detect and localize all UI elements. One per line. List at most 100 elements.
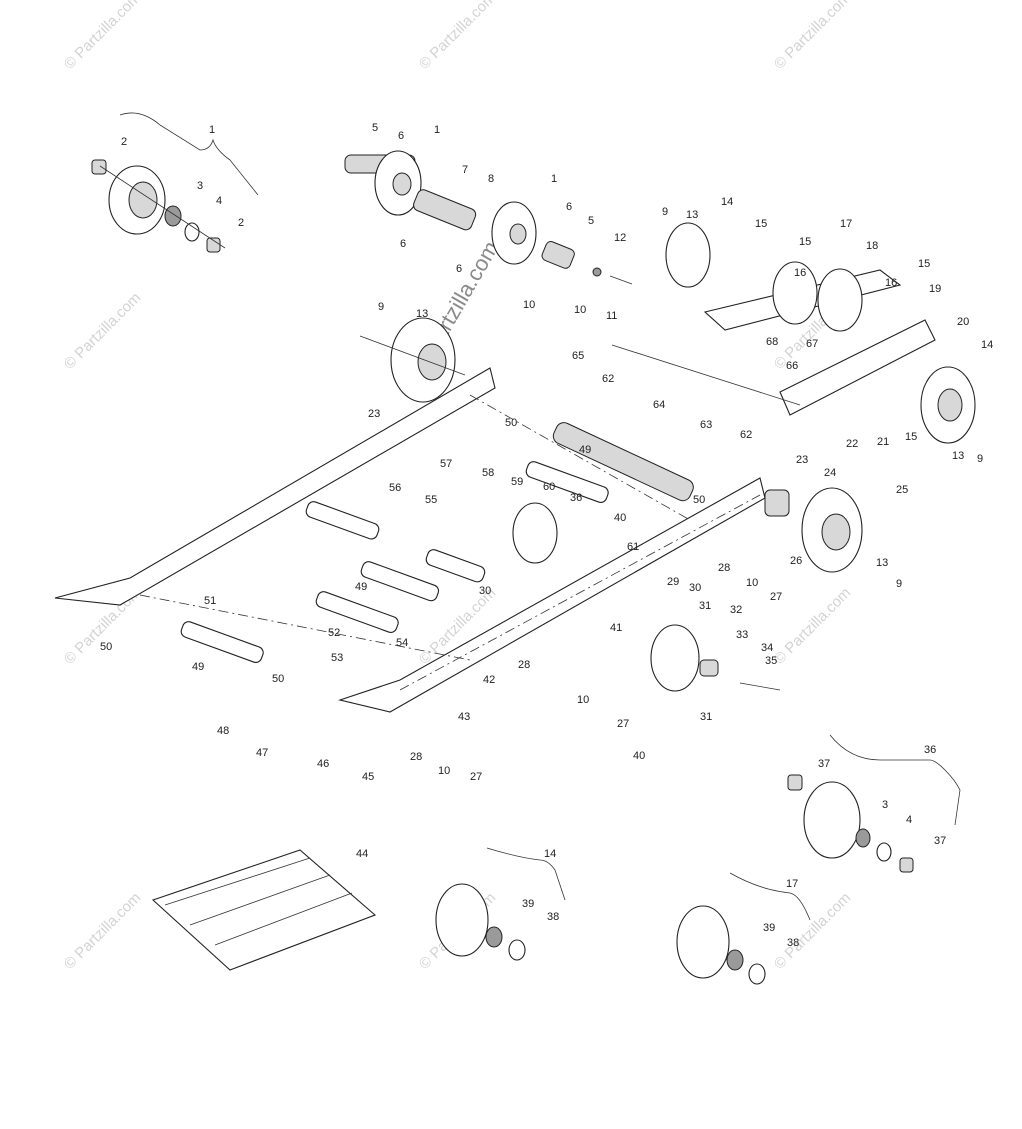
wheel-part bbox=[817, 268, 863, 332]
callout-label: 50 bbox=[272, 673, 284, 685]
callout-label: 32 bbox=[730, 604, 742, 616]
callout-label: 50 bbox=[693, 494, 705, 506]
callout-label: 27 bbox=[770, 591, 782, 603]
callout-label: 40 bbox=[633, 750, 645, 762]
watermark-text: © Partzilla.com bbox=[416, 0, 499, 73]
callout-label: 54 bbox=[396, 637, 408, 649]
callout-label: 42 bbox=[483, 674, 495, 686]
callout-label: 52 bbox=[328, 627, 340, 639]
callout-label: 17 bbox=[840, 218, 852, 230]
callout-label: 36 bbox=[924, 744, 936, 756]
callout-label: 38 bbox=[547, 911, 559, 923]
kit-bracket bbox=[729, 872, 811, 921]
wheel-part bbox=[772, 261, 818, 325]
callout-label: 7 bbox=[462, 164, 468, 176]
callout-label: 10 bbox=[438, 765, 450, 777]
callout-label: 15 bbox=[755, 218, 767, 230]
callout-label: 50 bbox=[505, 417, 517, 429]
callout-label: 3 bbox=[197, 180, 203, 192]
wheel-kit-17 bbox=[676, 872, 811, 985]
snap-ring-part bbox=[184, 222, 200, 242]
callout-label: 34 bbox=[761, 642, 773, 654]
callout-label: 60 bbox=[543, 481, 555, 493]
callout-label: 31 bbox=[699, 600, 711, 612]
kit-bracket bbox=[119, 112, 259, 196]
callout-label: 55 bbox=[425, 494, 437, 506]
callout-label: 30 bbox=[479, 585, 491, 597]
callout-label: 62 bbox=[740, 429, 752, 441]
callout-label: 13 bbox=[952, 450, 964, 462]
callout-label: 13 bbox=[876, 557, 888, 569]
callout-label: 46 bbox=[317, 758, 329, 770]
rail-frame bbox=[54, 367, 766, 713]
alignment-line bbox=[469, 394, 691, 521]
wheel-hub-part bbox=[128, 181, 158, 219]
callout-label: 68 bbox=[766, 336, 778, 348]
callout-label: 35 bbox=[765, 655, 777, 667]
callout-label: 50 bbox=[100, 641, 112, 653]
callout-label: 39 bbox=[522, 898, 534, 910]
cap-part bbox=[91, 159, 107, 175]
watermark-text: © Partzilla.com bbox=[61, 289, 144, 372]
snap-ring-part bbox=[508, 939, 526, 961]
shaft-end-part bbox=[541, 241, 575, 269]
callout-label: 59 bbox=[511, 476, 523, 488]
wheel-hub-part bbox=[937, 388, 963, 422]
spacer-part bbox=[764, 489, 790, 517]
track-lugs bbox=[164, 857, 353, 946]
callout-label: 21 bbox=[877, 436, 889, 448]
callout-label: 2 bbox=[121, 136, 127, 148]
cross-shaft-part bbox=[611, 344, 801, 406]
shaft-55 bbox=[425, 549, 486, 583]
callout-label: 27 bbox=[470, 771, 482, 783]
spacer-part bbox=[413, 189, 477, 231]
callout-label: 10 bbox=[746, 577, 758, 589]
callout-label: 40 bbox=[614, 512, 626, 524]
callout-label: 36 bbox=[570, 492, 582, 504]
callout-label: 22 bbox=[846, 438, 858, 450]
callout-label: 5 bbox=[372, 122, 378, 134]
shaft-64-63 bbox=[552, 422, 694, 502]
callout-label: 1 bbox=[551, 173, 557, 185]
callout-label: 19 bbox=[929, 283, 941, 295]
callout-label: 4 bbox=[216, 195, 222, 207]
callout-label: 57 bbox=[440, 458, 452, 470]
callout-label: 27 bbox=[617, 718, 629, 730]
shaft-49b bbox=[360, 561, 440, 602]
callout-label: 28 bbox=[410, 751, 422, 763]
callout-label: 9 bbox=[896, 578, 902, 590]
bolt-part bbox=[739, 682, 781, 691]
callout-label: 23 bbox=[796, 454, 808, 466]
callout-label: 31 bbox=[700, 711, 712, 723]
wheel-part bbox=[512, 502, 558, 564]
wheel-kit-1 bbox=[91, 112, 259, 253]
bearing-part bbox=[855, 828, 871, 848]
callout-label: 16 bbox=[794, 267, 806, 279]
callout-label: 49 bbox=[192, 661, 204, 673]
watermark-text: © Partzilla.com bbox=[771, 0, 854, 73]
callout-label: 12 bbox=[614, 232, 626, 244]
upper-right-rail bbox=[611, 222, 976, 444]
callout-label: 49 bbox=[579, 444, 591, 456]
shaft-49c bbox=[180, 621, 264, 663]
callout-label: 6 bbox=[400, 238, 406, 250]
callout-label: 48 bbox=[217, 725, 229, 737]
callout-label: 6 bbox=[456, 263, 462, 275]
callout-label: 33 bbox=[736, 629, 748, 641]
watermark-text: © Partzilla.com bbox=[61, 889, 144, 972]
callout-label: 37 bbox=[934, 835, 946, 847]
callout-label: 67 bbox=[806, 338, 818, 350]
callout-label: 9 bbox=[662, 206, 668, 218]
callout-label: 13 bbox=[686, 209, 698, 221]
callout-label: 66 bbox=[786, 360, 798, 372]
shaft-56 bbox=[305, 501, 380, 540]
bearing-part bbox=[485, 926, 503, 948]
bearing-part bbox=[164, 205, 182, 227]
bolt-part bbox=[359, 335, 466, 376]
bearing-part bbox=[726, 949, 744, 971]
callout-label: 29 bbox=[667, 576, 679, 588]
callout-label: 9 bbox=[378, 301, 384, 313]
wheel-hub-part bbox=[821, 513, 851, 551]
watermark-text: © Partzilla.com bbox=[771, 889, 854, 972]
